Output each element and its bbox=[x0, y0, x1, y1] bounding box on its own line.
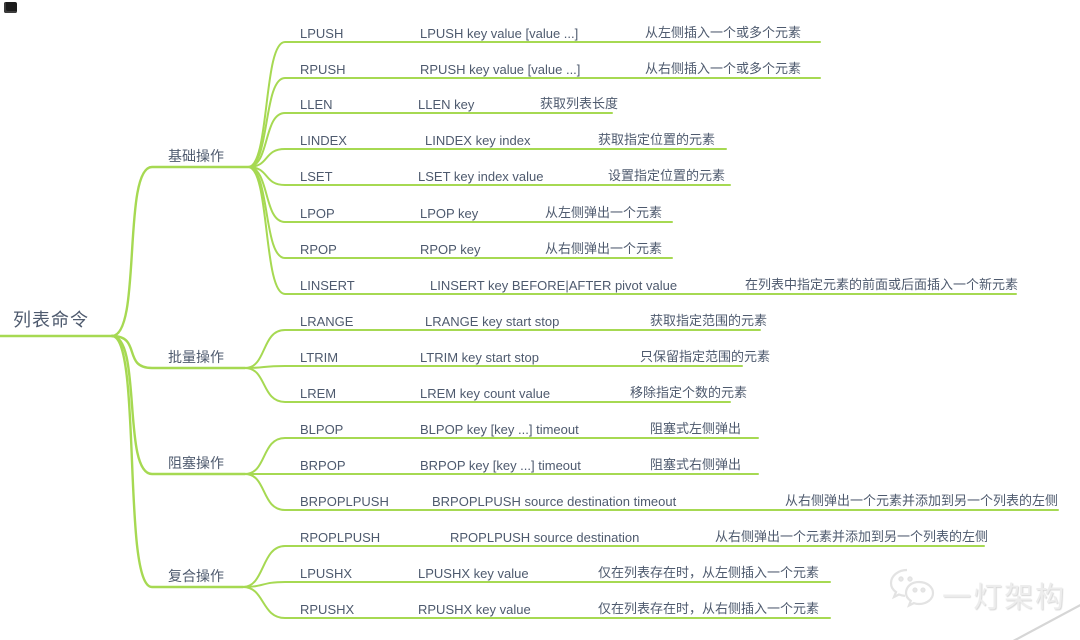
leaf-row: LPUSHX LPUSHX key value 仅在列表存在时，从左侧插入一个元… bbox=[0, 562, 1080, 582]
command-node[interactable]: LPUSHX bbox=[300, 566, 353, 581]
wechat-bubbles-icon bbox=[889, 568, 935, 608]
description-node[interactable]: 获取指定位置的元素 bbox=[598, 132, 716, 147]
description-node[interactable]: 设置指定位置的元素 bbox=[608, 168, 726, 183]
syntax-node[interactable]: LLEN key bbox=[418, 97, 475, 112]
syntax-node[interactable]: LRANGE key start stop bbox=[425, 314, 560, 329]
leaf-row: BRPOP BRPOP key [key ...] timeout 阻塞式右侧弹… bbox=[0, 454, 1080, 474]
leaf-row: LRANGE LRANGE key start stop 获取指定范围的元素 bbox=[0, 310, 1080, 330]
description-node[interactable]: 在列表中指定元素的前面或后面插入一个新元素 bbox=[745, 277, 1019, 292]
description-node[interactable]: 获取列表长度 bbox=[540, 96, 619, 111]
description-node[interactable]: 从左侧插入一个或多个元素 bbox=[645, 25, 802, 40]
description-node[interactable]: 阻塞式左侧弹出 bbox=[650, 421, 742, 436]
description-node[interactable]: 仅在列表存在时，从右侧插入一个元素 bbox=[598, 601, 820, 616]
command-node[interactable]: LLEN bbox=[300, 97, 333, 112]
leaf-row: LPOP LPOP key 从左侧弹出一个元素 bbox=[0, 202, 1080, 222]
description-node[interactable]: 获取指定范围的元素 bbox=[650, 313, 768, 328]
command-node[interactable]: RPUSH bbox=[300, 62, 346, 77]
watermark: 一灯架构 bbox=[886, 566, 1076, 626]
leaf-row: LTRIM LTRIM key start stop 只保留指定范围的元素 bbox=[0, 346, 1080, 366]
leaf-row: LSET LSET key index value 设置指定位置的元素 bbox=[0, 165, 1080, 185]
syntax-node[interactable]: RPUSH key value [value ...] bbox=[420, 62, 581, 77]
description-node[interactable]: 从右侧弹出一个元素并添加到另一个列表的左侧 bbox=[785, 493, 1059, 508]
leaf-row: RPOPLPUSH RPOPLPUSH source destination 从… bbox=[0, 526, 1080, 546]
leaf-row: LREM LREM key count value 移除指定个数的元素 bbox=[0, 382, 1080, 402]
command-node[interactable]: LTRIM bbox=[300, 350, 339, 365]
syntax-node[interactable]: LTRIM key start stop bbox=[420, 350, 539, 365]
command-node[interactable]: BRPOP bbox=[300, 458, 346, 473]
description-node[interactable]: 从右侧弹出一个元素并添加到另一个列表的左侧 bbox=[715, 529, 989, 544]
description-node[interactable]: 从右侧弹出一个元素 bbox=[545, 241, 663, 256]
branch-node-batch[interactable]: 批量操作 bbox=[168, 349, 224, 365]
command-node[interactable]: BLPOP bbox=[300, 422, 344, 437]
syntax-node[interactable]: LINDEX key index bbox=[425, 133, 531, 148]
command-node[interactable]: RPUSHX bbox=[300, 602, 355, 617]
leaf-row: BLPOP BLPOP key [key ...] timeout 阻塞式左侧弹… bbox=[0, 418, 1080, 438]
description-node[interactable]: 只保留指定范围的元素 bbox=[640, 349, 771, 364]
image-placeholder-icon bbox=[4, 2, 17, 13]
leaf-row: LPUSH LPUSH key value [value ...] 从左侧插入一… bbox=[0, 22, 1080, 42]
command-node[interactable]: RPOP bbox=[300, 242, 337, 257]
description-node[interactable]: 从右侧插入一个或多个元素 bbox=[645, 61, 802, 76]
command-node[interactable]: RPOPLPUSH bbox=[300, 530, 381, 545]
syntax-node[interactable]: BRPOP key [key ...] timeout bbox=[420, 458, 581, 473]
command-node[interactable]: BRPOPLPUSH bbox=[300, 494, 389, 509]
syntax-node[interactable]: RPOP key bbox=[420, 242, 481, 257]
branch-node-blocking[interactable]: 阻塞操作 bbox=[168, 455, 224, 471]
syntax-node[interactable]: RPOPLPUSH source destination bbox=[450, 530, 640, 545]
description-node[interactable]: 阻塞式右侧弹出 bbox=[650, 457, 742, 472]
syntax-node[interactable]: LPUSHX key value bbox=[418, 566, 529, 581]
syntax-node[interactable]: LPOP key bbox=[420, 206, 479, 221]
syntax-node[interactable]: BLPOP key [key ...] timeout bbox=[420, 422, 579, 437]
command-node[interactable]: LPUSH bbox=[300, 26, 344, 41]
leaf-row: LINSERT LINSERT key BEFORE|AFTER pivot v… bbox=[0, 274, 1080, 294]
leaf-row: RPUSH RPUSH key value [value ...] 从右侧插入一… bbox=[0, 58, 1080, 78]
watermark-text: 一灯架构 bbox=[942, 582, 1067, 614]
leaf-row: LINDEX LINDEX key index 获取指定位置的元素 bbox=[0, 129, 1080, 149]
syntax-node[interactable]: LINSERT key BEFORE|AFTER pivot value bbox=[430, 278, 678, 293]
description-node[interactable]: 移除指定个数的元素 bbox=[630, 385, 748, 400]
command-node[interactable]: LRANGE bbox=[300, 314, 354, 329]
root-node[interactable]: 列表命令 bbox=[13, 310, 89, 330]
syntax-node[interactable]: LSET key index value bbox=[418, 169, 544, 184]
syntax-node[interactable]: LREM key count value bbox=[420, 386, 551, 401]
leaf-row: LLEN LLEN key 获取列表长度 bbox=[0, 93, 1080, 113]
leaf-row: RPUSHX RPUSHX key value 仅在列表存在时，从右侧插入一个元… bbox=[0, 598, 1080, 618]
branch-node-compound[interactable]: 复合操作 bbox=[168, 568, 224, 584]
command-node[interactable]: LSET bbox=[300, 169, 333, 184]
leaf-row: BRPOPLPUSH BRPOPLPUSH source destination… bbox=[0, 490, 1080, 510]
leaf-row: RPOP RPOP key 从右侧弹出一个元素 bbox=[0, 238, 1080, 258]
syntax-node[interactable]: RPUSHX key value bbox=[418, 602, 531, 617]
branch-node-basic[interactable]: 基础操作 bbox=[168, 148, 224, 164]
description-node[interactable]: 仅在列表存在时，从左侧插入一个元素 bbox=[598, 565, 820, 580]
command-node[interactable]: LINDEX bbox=[300, 133, 347, 148]
command-node[interactable]: LREM bbox=[300, 386, 337, 401]
command-node[interactable]: LPOP bbox=[300, 206, 335, 221]
command-node[interactable]: LINSERT bbox=[300, 278, 355, 293]
syntax-node[interactable]: BRPOPLPUSH source destination timeout bbox=[432, 494, 677, 509]
syntax-node[interactable]: LPUSH key value [value ...] bbox=[420, 26, 579, 41]
description-node[interactable]: 从左侧弹出一个元素 bbox=[545, 205, 663, 220]
